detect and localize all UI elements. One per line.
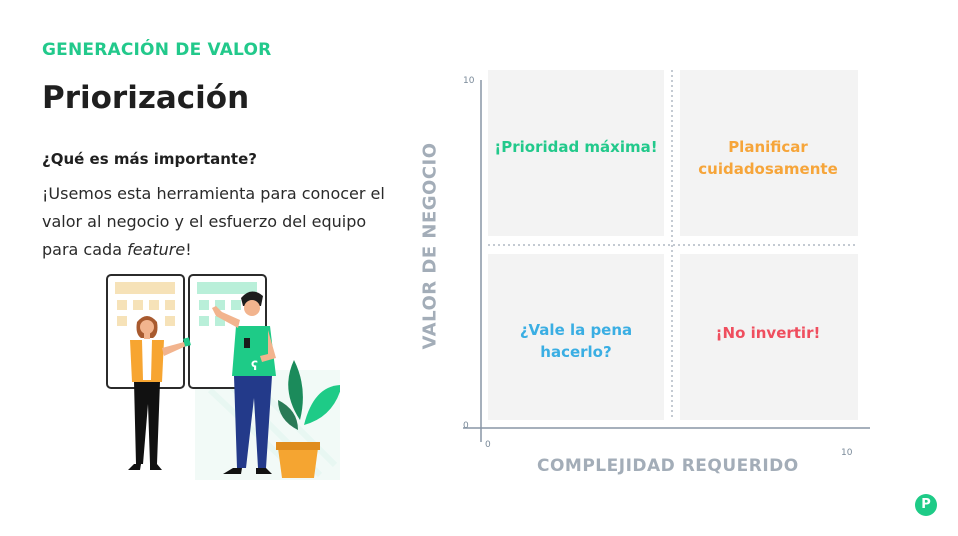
team-illustration: ʕ xyxy=(106,274,340,480)
woman-figure xyxy=(128,316,191,470)
description-part-2: ! xyxy=(185,240,192,259)
y-axis-min-tick: 0 xyxy=(463,421,469,431)
description-part-1: ¡Usemos esta herramienta para conocer el… xyxy=(42,184,385,259)
question-heading: ¿Qué es más importante? xyxy=(42,150,257,168)
quadrant-label-top-right: Planificar cuidadosamente xyxy=(698,138,838,178)
y-axis-max-tick: 10 xyxy=(463,76,475,86)
description-emphasis: feature xyxy=(127,240,186,259)
x-axis-max-tick: 10 xyxy=(841,448,853,458)
potted-plant xyxy=(276,360,340,478)
section-eyebrow: GENERACIÓN DE VALOR xyxy=(42,40,272,60)
quadrant-label-bottom-right: ¡No invertir! xyxy=(715,324,821,342)
brand-logo-icon: P xyxy=(915,494,937,516)
description-text: ¡Usemos esta herramienta para conocer el… xyxy=(42,180,402,264)
x-axis-min-tick: 0 xyxy=(485,440,491,450)
quadrant-label-bottom-left: ¿Vale la pena hacerlo? xyxy=(519,321,633,361)
quadrant-label-top-left: ¡Prioridad máxima! xyxy=(494,138,658,156)
svg-text:ʕ: ʕ xyxy=(251,359,258,373)
page-title: Priorización xyxy=(42,80,250,116)
y-axis-title: VALOR DE NEGOCIO xyxy=(419,142,441,350)
man-figure: ʕ xyxy=(212,291,276,474)
x-axis-title: COMPLEJIDAD REQUERIDO xyxy=(537,456,799,476)
